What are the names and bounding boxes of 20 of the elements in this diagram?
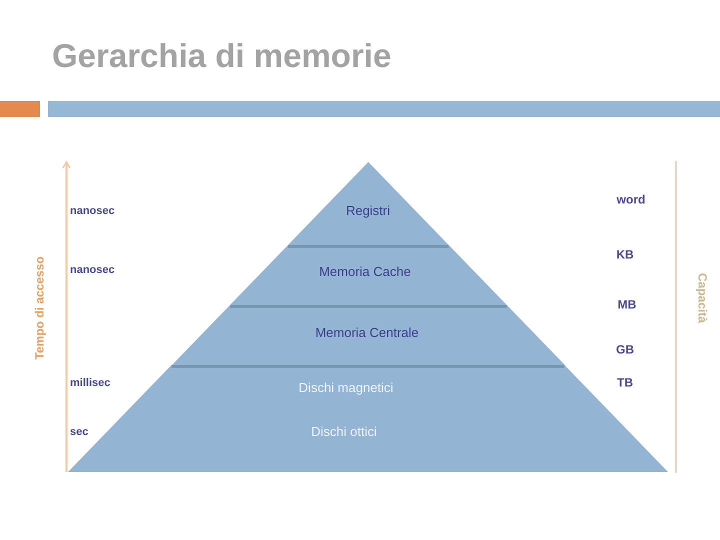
tier-label: Dischi magnetici [298,380,394,396]
slide-title: Gerarchia di memorie [52,38,392,74]
tier-label: Memoria Cache [319,264,411,280]
scale-label: GB [616,343,634,357]
scale-label: sec [70,426,88,438]
tier-label: Memoria Centrale [315,326,419,340]
pyramid-tier [172,305,564,365]
scale-label: TB [617,376,633,390]
pyramid-tier [288,162,448,245]
axis-title: Capacità [695,272,709,324]
scale-label: MB [618,298,636,312]
axis-title: Tempo di accesso [33,256,47,360]
scale-label: word [616,193,646,207]
pyramid-tier [230,245,506,305]
scale-label: nanosec [70,264,115,276]
tier-label: Registri [346,204,390,218]
scale-label: millisec [70,376,110,390]
tier-label: Dischi ottici [311,424,377,440]
scale-label: nanosec [70,204,115,218]
scale-label: KB [616,248,634,262]
